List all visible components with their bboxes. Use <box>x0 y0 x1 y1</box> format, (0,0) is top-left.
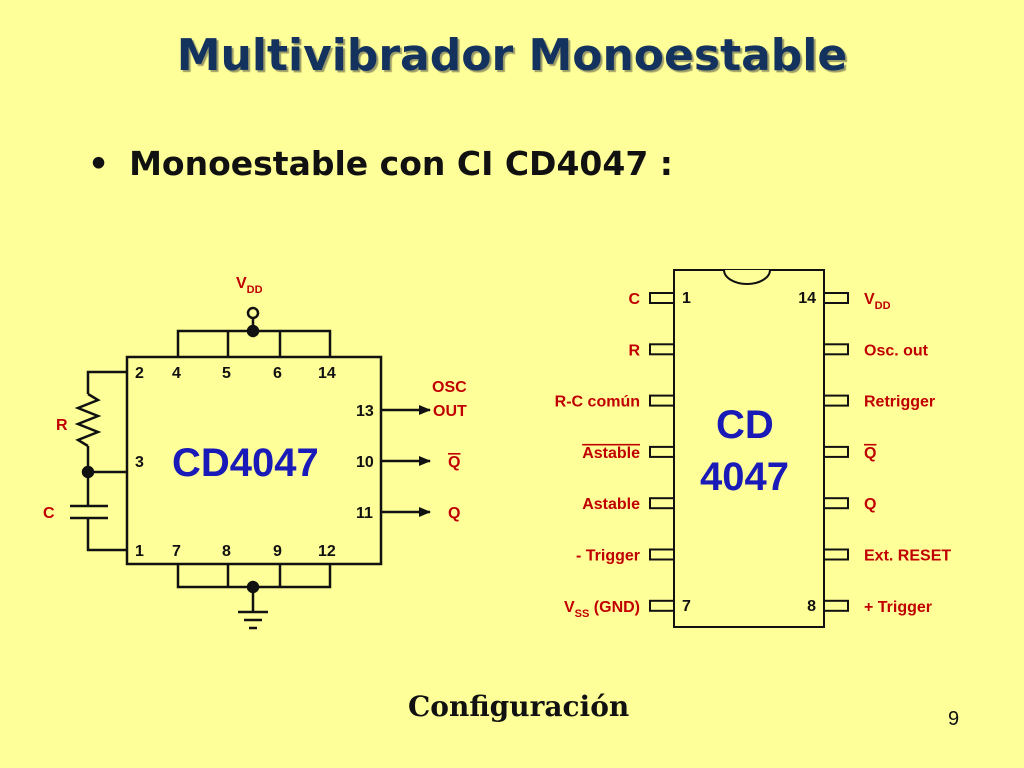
pin-7: 7 <box>172 543 181 560</box>
r-label: R <box>56 417 68 434</box>
left-pin-label-5: Astable <box>582 496 640 513</box>
left-pin-label-3: R-C común <box>555 394 640 411</box>
pinout-chip-name-line1: CD <box>716 403 774 447</box>
right-pin-stubs <box>823 292 849 612</box>
r-wire-top <box>86 370 127 394</box>
right-pin-label-5: Q <box>864 496 876 513</box>
resistor-icon <box>74 392 102 448</box>
pinout-chip-body <box>673 269 825 628</box>
left-pin-label-4: Astable <box>582 445 640 462</box>
slide-title: Multivibrador Monoestable <box>176 30 848 81</box>
pin-1: 1 <box>135 543 144 560</box>
pin-13: 13 <box>356 403 374 420</box>
left-pin-stub-2 <box>649 343 675 356</box>
bullet-text: Monoestable con CI CD4047 : <box>129 144 673 183</box>
left-pin-label-7: VSS (GND) <box>564 599 640 620</box>
out-label: OUT <box>433 403 467 420</box>
right-pin-label-4: Q <box>864 445 876 462</box>
right-pin-stub-2 <box>823 343 849 356</box>
right-pin-stub-6 <box>823 548 849 561</box>
c-label: C <box>43 505 55 522</box>
pin-9: 9 <box>273 543 282 560</box>
left-pin-label-6: - Trigger <box>576 548 640 565</box>
q-label: Q <box>448 505 460 522</box>
pin-4: 4 <box>172 365 181 382</box>
left-pin-number-1: 1 <box>682 290 691 307</box>
right-pin-label-6: Ext. RESET <box>864 548 951 565</box>
left-pin-number-7: 7 <box>682 598 691 615</box>
left-pin-stub-3 <box>649 394 675 407</box>
left-pin-stub-5 <box>649 497 675 510</box>
right-pin-label-3: Retrigger <box>864 394 935 411</box>
config-caption: Configuración <box>408 690 630 723</box>
q-bar-label: Q <box>448 454 460 471</box>
left-pin-stub-7 <box>649 599 675 612</box>
pin-2: 2 <box>135 365 144 382</box>
pin-8: 8 <box>222 543 231 560</box>
config-diagram <box>70 306 431 630</box>
pin-5: 5 <box>222 365 231 382</box>
right-pin-stub-7 <box>823 599 849 612</box>
pinout-chip-name-line2: 4047 <box>700 455 789 499</box>
right-pin-label-1: VDD <box>864 291 891 312</box>
ground-icon <box>238 610 268 630</box>
bullet-dot-icon: • <box>88 144 110 183</box>
left-pin-stub-6 <box>649 548 675 561</box>
right-pin-stub-1 <box>823 292 849 304</box>
page-number: 9 <box>948 708 960 730</box>
right-pin-label-7: + Trigger <box>864 599 932 616</box>
pin-14: 14 <box>318 365 336 382</box>
left-pin-stubs <box>649 292 675 612</box>
right-pin-stub-4 <box>823 445 849 458</box>
left-pin-stub-4 <box>649 445 675 458</box>
right-pin-number-1: 14 <box>798 290 816 307</box>
pin-12: 12 <box>318 543 336 560</box>
vdd-terminal-icon <box>246 306 260 320</box>
bullet-item: • Monoestable con CI CD4047 : <box>88 144 673 183</box>
left-pin-label-1: C <box>628 291 640 308</box>
vdd-label: VDD <box>236 275 263 296</box>
pin-10: 10 <box>356 454 374 471</box>
pinout-diagram <box>649 269 849 628</box>
chip-notch-icon <box>723 269 771 285</box>
pin-6: 6 <box>273 365 282 382</box>
pin-3: 3 <box>135 454 144 471</box>
right-pin-label-2: Osc. out <box>864 342 929 359</box>
right-pin-stub-5 <box>823 497 849 510</box>
osc-label: OSC <box>432 379 467 396</box>
right-pin-stub-3 <box>823 394 849 407</box>
config-chip-name: CD4047 <box>172 441 319 485</box>
left-pin-stub-1 <box>649 292 675 304</box>
right-pin-number-7: 8 <box>807 598 816 615</box>
left-pin-label-2: R <box>628 342 640 359</box>
pin-11: 11 <box>356 505 373 522</box>
